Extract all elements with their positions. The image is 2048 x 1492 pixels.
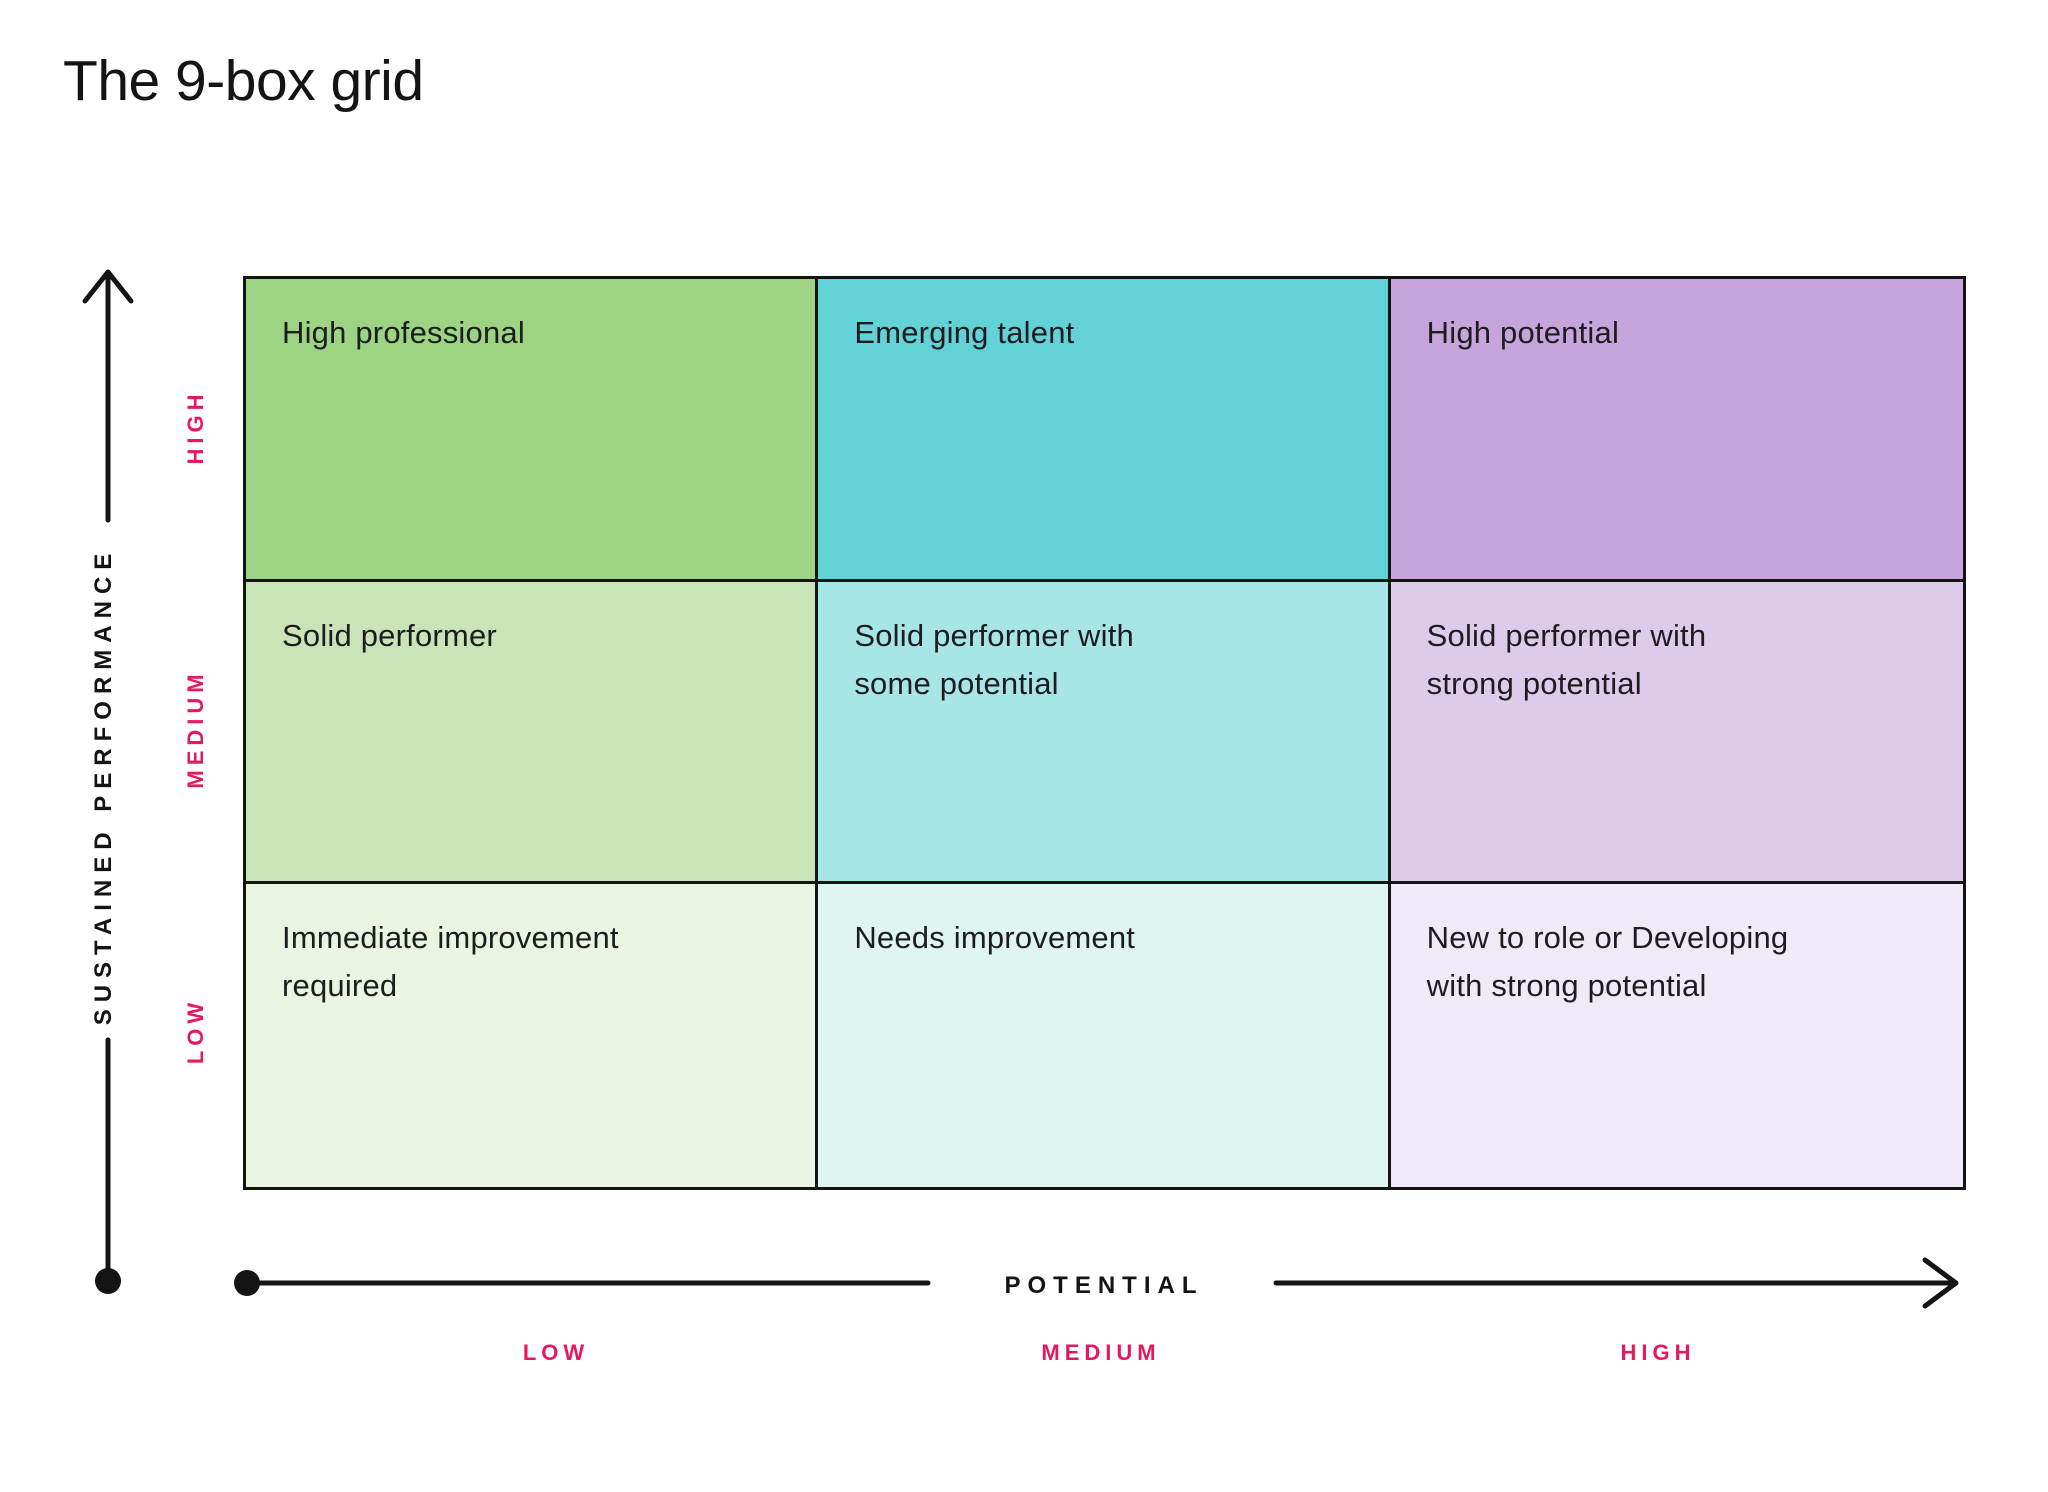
page-title: The 9-box grid [63,49,424,113]
y-axis-tick-high: HIGH [183,389,208,465]
nine-box-grid: High professional Emerging talent High p… [243,276,1966,1190]
cell-label: High potential [1426,315,1620,350]
x-axis-origin-dot [234,1270,260,1296]
cell-immediate-improvement-required: Immediate improvement required [246,884,819,1187]
cell-label: Emerging talent [854,315,1075,350]
cell-solid-performer: Solid performer [246,581,819,885]
y-axis-title: SUSTAINED PERFORMANCE [90,546,117,1026]
cell-label: Solid performer [282,617,497,653]
y-axis-arrow-icon [82,269,134,304]
cell-solid-performer-some-potential: Solid performer with some potential [818,581,1391,885]
y-axis-tick-low: LOW [183,997,208,1065]
y-axis-origin-dot [95,1268,121,1294]
cell-high-professional: High professional [246,279,819,582]
cell-label: Needs improvement [854,920,1136,956]
cell-label: High professional [282,315,525,350]
x-axis-tick-high: HIGH [1620,1340,1696,1365]
cell-solid-performer-strong-potential: Solid performer with strong potential [1390,581,1963,885]
cell-label: Immediate improvement required [282,920,619,1004]
x-axis-arrow-icon [1922,1257,1959,1309]
x-axis-title: POTENTIAL [1004,1272,1204,1299]
cell-needs-improvement: Needs improvement [818,884,1391,1187]
cell-new-to-role-developing: New to role or Developing with strong po… [1390,884,1963,1187]
cell-label: New to role or Developing with strong po… [1426,920,1789,1004]
y-axis-tick-medium: MEDIUM [183,669,208,789]
x-axis-tick-low: LOW [522,1340,590,1365]
cell-emerging-talent: Emerging talent [818,279,1391,582]
cell-label: Solid performer with some potential [854,617,1134,701]
x-axis-tick-medium: MEDIUM [1041,1340,1161,1365]
cell-high-potential: High potential [1390,279,1963,582]
cell-label: Solid performer with strong potential [1426,617,1707,701]
